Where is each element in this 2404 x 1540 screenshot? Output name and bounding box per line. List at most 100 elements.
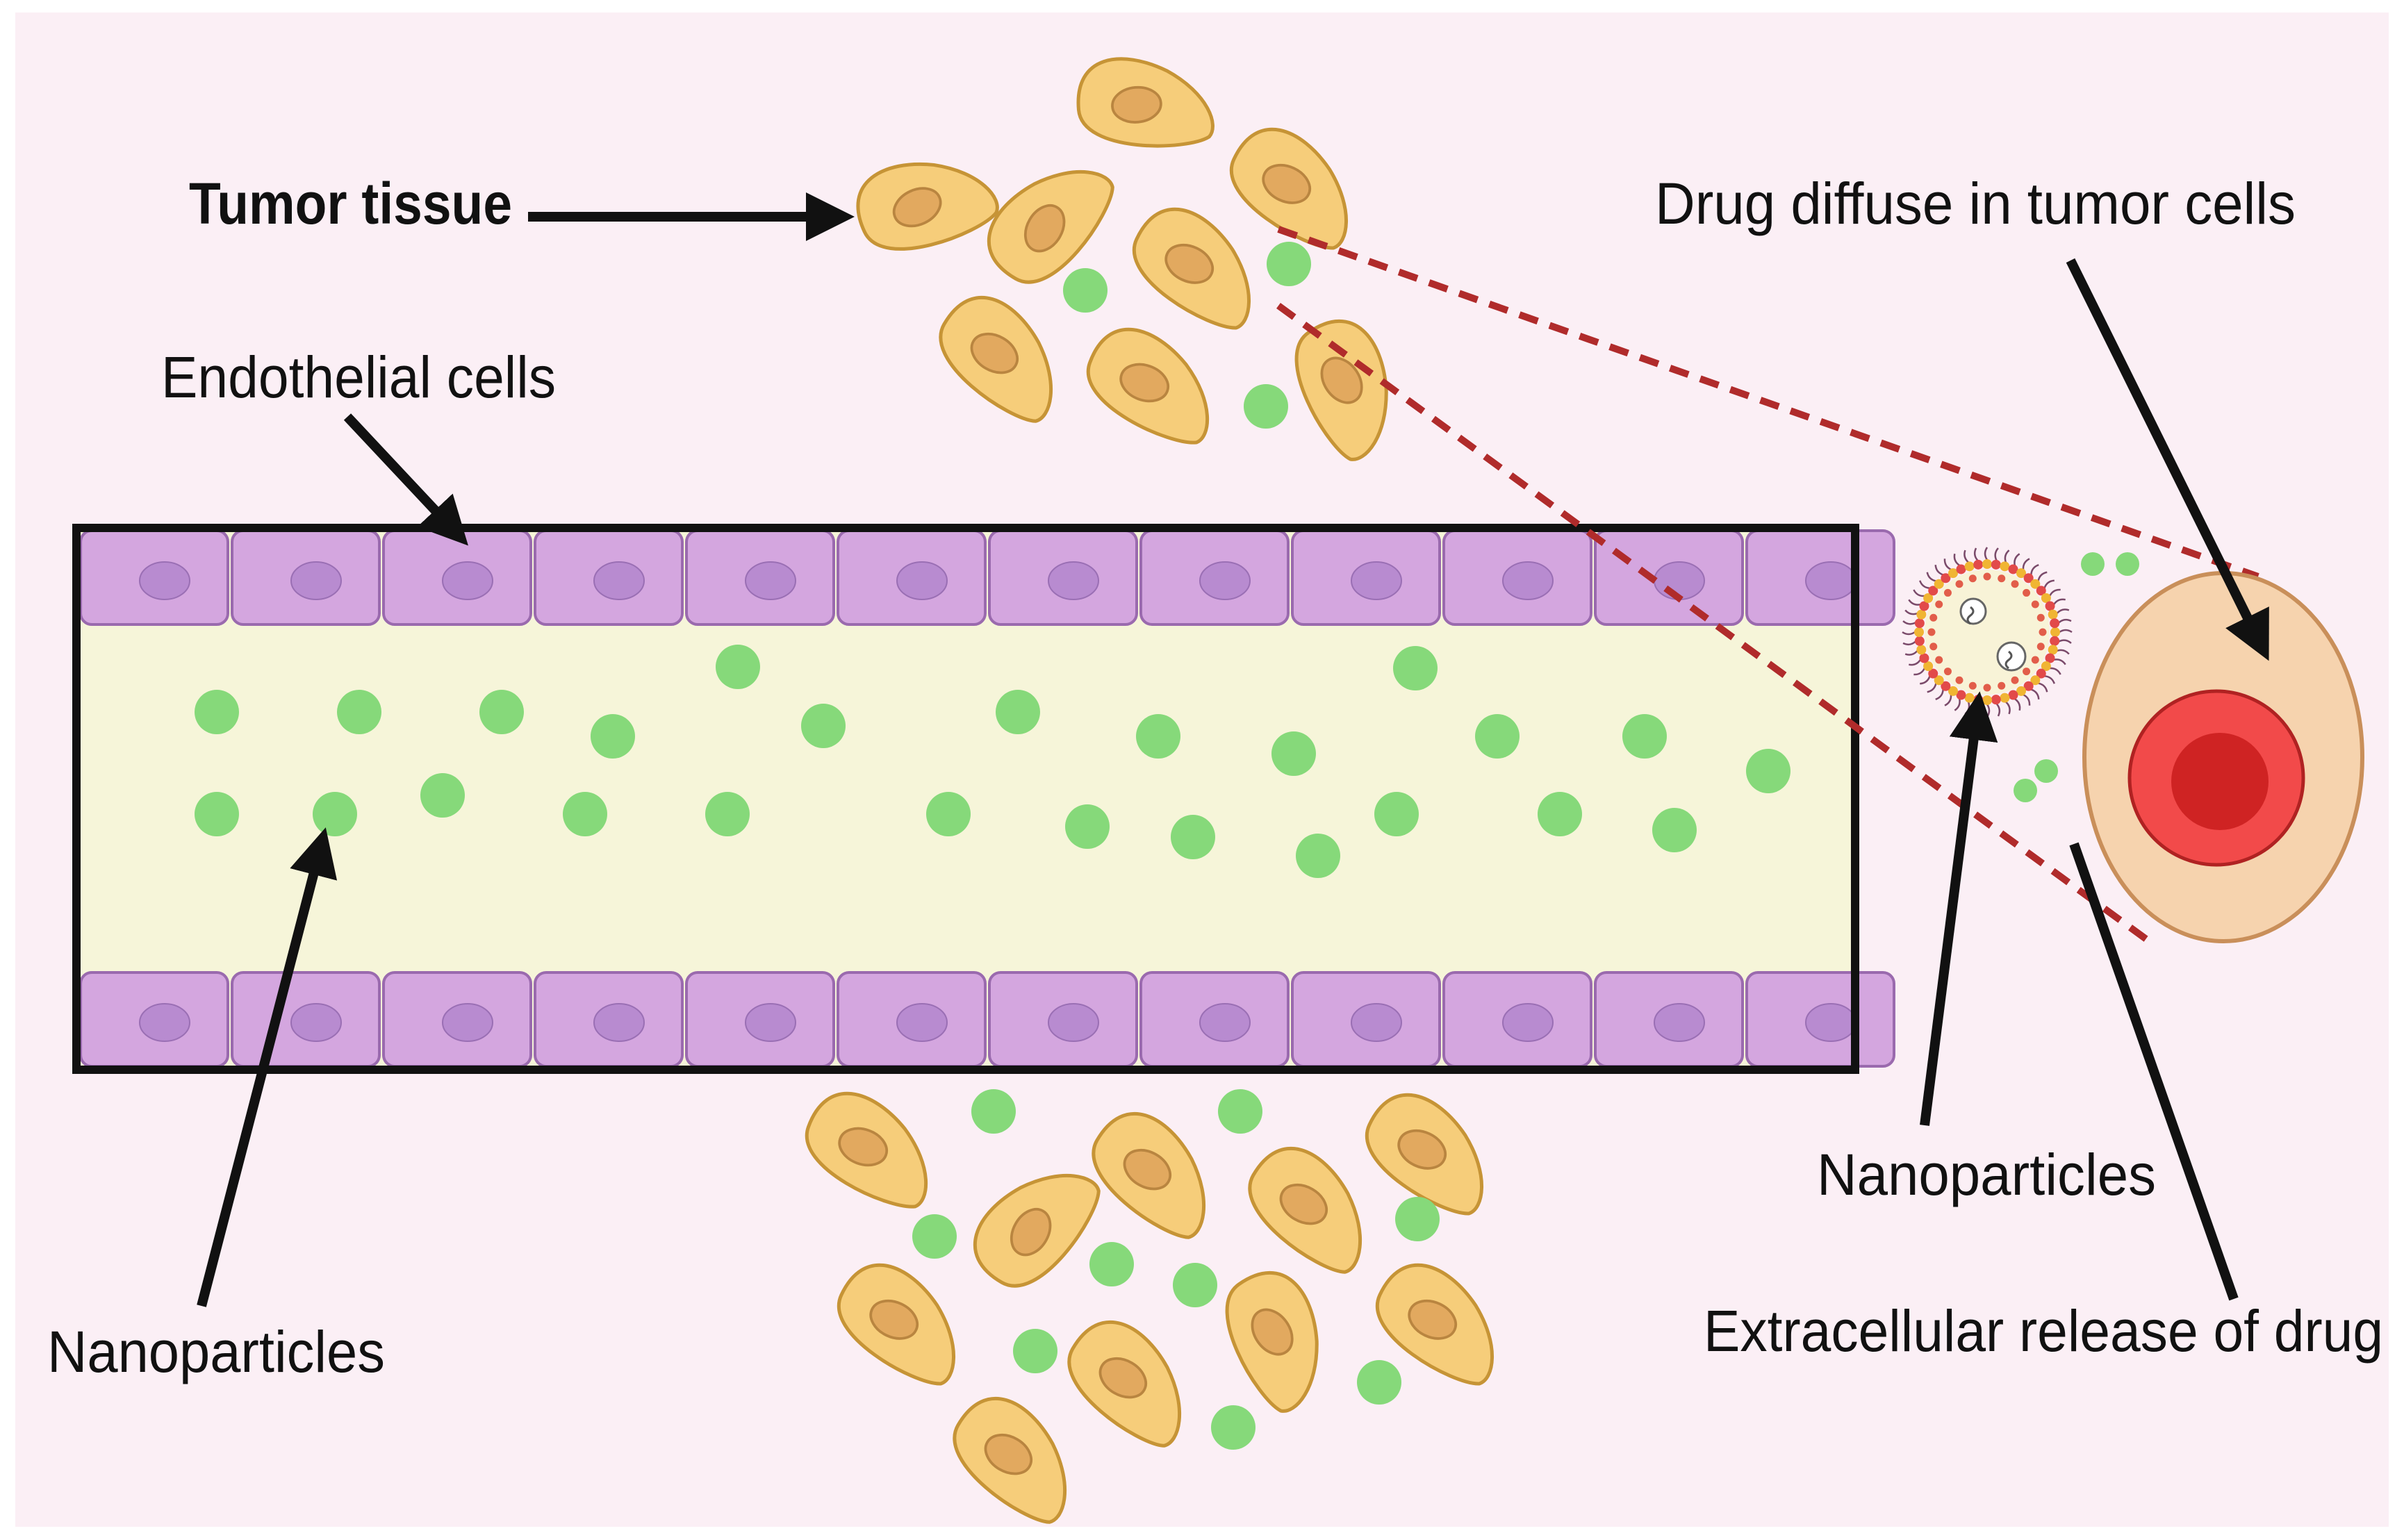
tumor-cell-nucleus	[1010, 1207, 1052, 1257]
nanoparticle-icon	[1065, 804, 1110, 849]
tumor-cell-icon	[837, 1263, 956, 1386]
endothelial-cell-icon	[988, 529, 1138, 626]
endothelial-cell-nucleus	[1654, 1003, 1705, 1042]
endothelial-cell-icon	[1745, 529, 1895, 626]
nanoparticle-icon	[971, 1089, 1016, 1134]
endothelial-cell-icon	[685, 529, 835, 626]
tumor-cell-icon	[1376, 1263, 1495, 1386]
endothelial-cell-nucleus	[1805, 1003, 1856, 1042]
tumor-cell-icon	[1076, 57, 1215, 148]
endothelial-cell-nucleus	[1351, 1003, 1402, 1042]
arrow-nanoparticles-left	[197, 827, 338, 1307]
nanoparticle-icon	[591, 714, 635, 759]
endothelial-cell-nucleus	[290, 1003, 342, 1042]
liposome-nanocarrier-icon	[1902, 547, 2073, 718]
tumor-tissue-top	[856, 57, 1388, 461]
tumor-cell-nucleus	[1111, 85, 1162, 124]
endothelial-cell-nucleus	[896, 1003, 948, 1042]
zoom-line-upper	[1277, 226, 2259, 580]
liposome-lipid-heads	[1914, 559, 2060, 705]
arrow-endothelial-cells	[343, 413, 468, 546]
arrow-drug-diffuse	[2066, 258, 2269, 661]
nanoparticle-icon	[195, 792, 239, 836]
tumor-cell-nucleus	[892, 187, 942, 228]
endothelial-cell-icon	[534, 529, 684, 626]
endothelial-cell-icon	[534, 971, 684, 1068]
liposome-lumen	[1925, 570, 2050, 695]
tumor-cell-icon	[953, 1396, 1067, 1524]
nanoparticle-icon	[996, 690, 1040, 734]
endothelial-cell-icon	[837, 529, 987, 626]
arrow-extracellular-release	[2069, 842, 2239, 1301]
endothelial-cell-icon	[837, 971, 987, 1068]
tumor-cell-icon	[1365, 1093, 1484, 1216]
drug-symbol-icon	[1966, 606, 1975, 625]
nanoparticle-icon	[2014, 779, 2037, 802]
tumor-cell-nucleus	[1098, 1357, 1148, 1399]
endothelial-cell-icon	[382, 971, 532, 1068]
tumor-cell-icon	[939, 295, 1053, 423]
label-drug-diffuse: Drug diffuse in tumor cells	[1655, 171, 2296, 236]
nanoparticle-icon	[1538, 792, 1582, 836]
tumor-cell-nucleus	[838, 1127, 889, 1167]
nanoparticle-icon	[2116, 552, 2139, 576]
nanoparticle-icon	[479, 690, 524, 734]
tumor-cell-icon	[1294, 319, 1388, 461]
nanoparticle-icon	[912, 1214, 957, 1259]
label-tumor-tissue: Tumor tissue	[189, 171, 512, 236]
tumor-tissue-bottom	[805, 1091, 1495, 1524]
nanoparticle-icon	[1171, 815, 1215, 859]
endothelial-cell-nucleus	[442, 561, 493, 600]
endothelial-cell-nucleus	[1048, 561, 1099, 600]
nanoparticle-icon	[1089, 1242, 1134, 1286]
drug-symbol-icon	[2004, 650, 2013, 670]
nanoparticle-icon	[1622, 714, 1667, 759]
annotation-arrows	[197, 192, 2269, 1307]
tumor-cell-icon	[1248, 1146, 1362, 1274]
endothelial-cell-icon	[1594, 971, 1744, 1068]
tumor-cell-nucleus	[1164, 243, 1215, 284]
label-nanoparticles-right: Nanoparticles	[1817, 1142, 2156, 1207]
nanoparticle-icon	[1475, 714, 1520, 759]
nanoparticle-icon	[563, 792, 607, 836]
nanoparticle-icon	[420, 773, 465, 818]
tumor-cell-icon	[1092, 1111, 1206, 1239]
arrow-nanoparticles-right	[1920, 691, 1998, 1126]
label-nanoparticles-left: Nanoparticles	[47, 1319, 385, 1384]
endothelial-cell-icon	[685, 971, 835, 1068]
endothelial-cell-nucleus	[442, 1003, 493, 1042]
nanoparticle-icon	[1652, 808, 1697, 852]
endothelial-cell-icon	[1442, 971, 1592, 1068]
endothelial-cell-icon	[79, 529, 229, 626]
nanoparticle-icon	[1267, 242, 1311, 286]
tumor-cell-nucleus	[984, 1433, 1033, 1475]
nanoparticle-icon	[1374, 792, 1419, 836]
tumor-cell-nucleus	[1397, 1129, 1447, 1170]
endothelial-cell-nucleus	[1048, 1003, 1099, 1042]
tumor-cell-icon	[1225, 1270, 1319, 1413]
nanoparticle-icon	[716, 645, 760, 689]
endothelial-cell-nucleus	[139, 561, 190, 600]
nanoparticle-icon	[1271, 731, 1316, 776]
tumor-cell-nucleus	[1119, 363, 1170, 403]
tumor-cell-nucleus	[1408, 1299, 1458, 1340]
tumor-cell-icon	[805, 1091, 928, 1209]
label-endothelial-cells: Endothelial cells	[161, 345, 556, 410]
tumor-cell-nucleus	[1123, 1148, 1172, 1191]
endothelial-cell-nucleus	[290, 561, 342, 600]
endothelial-cell-nucleus	[593, 1003, 645, 1042]
endothelial-cell-nucleus	[1351, 561, 1402, 600]
endothelial-cell-icon	[1594, 529, 1744, 626]
tumor-cell-nucleus	[869, 1299, 919, 1340]
nanoparticle-icon	[1357, 1360, 1401, 1405]
endothelial-cell-icon	[1291, 529, 1441, 626]
nanoparticle-icon	[1395, 1197, 1440, 1241]
nanoparticle-icon	[2081, 552, 2105, 576]
endothelial-cell-nucleus	[896, 561, 948, 600]
endothelial-cell-nucleus	[1502, 561, 1554, 600]
endothelial-cell-nucleus	[1199, 561, 1251, 600]
endothelial-cell-nucleus	[1805, 561, 1856, 600]
tumor-cell-nucleus	[1251, 1308, 1294, 1356]
vessel-border	[72, 524, 1859, 1074]
